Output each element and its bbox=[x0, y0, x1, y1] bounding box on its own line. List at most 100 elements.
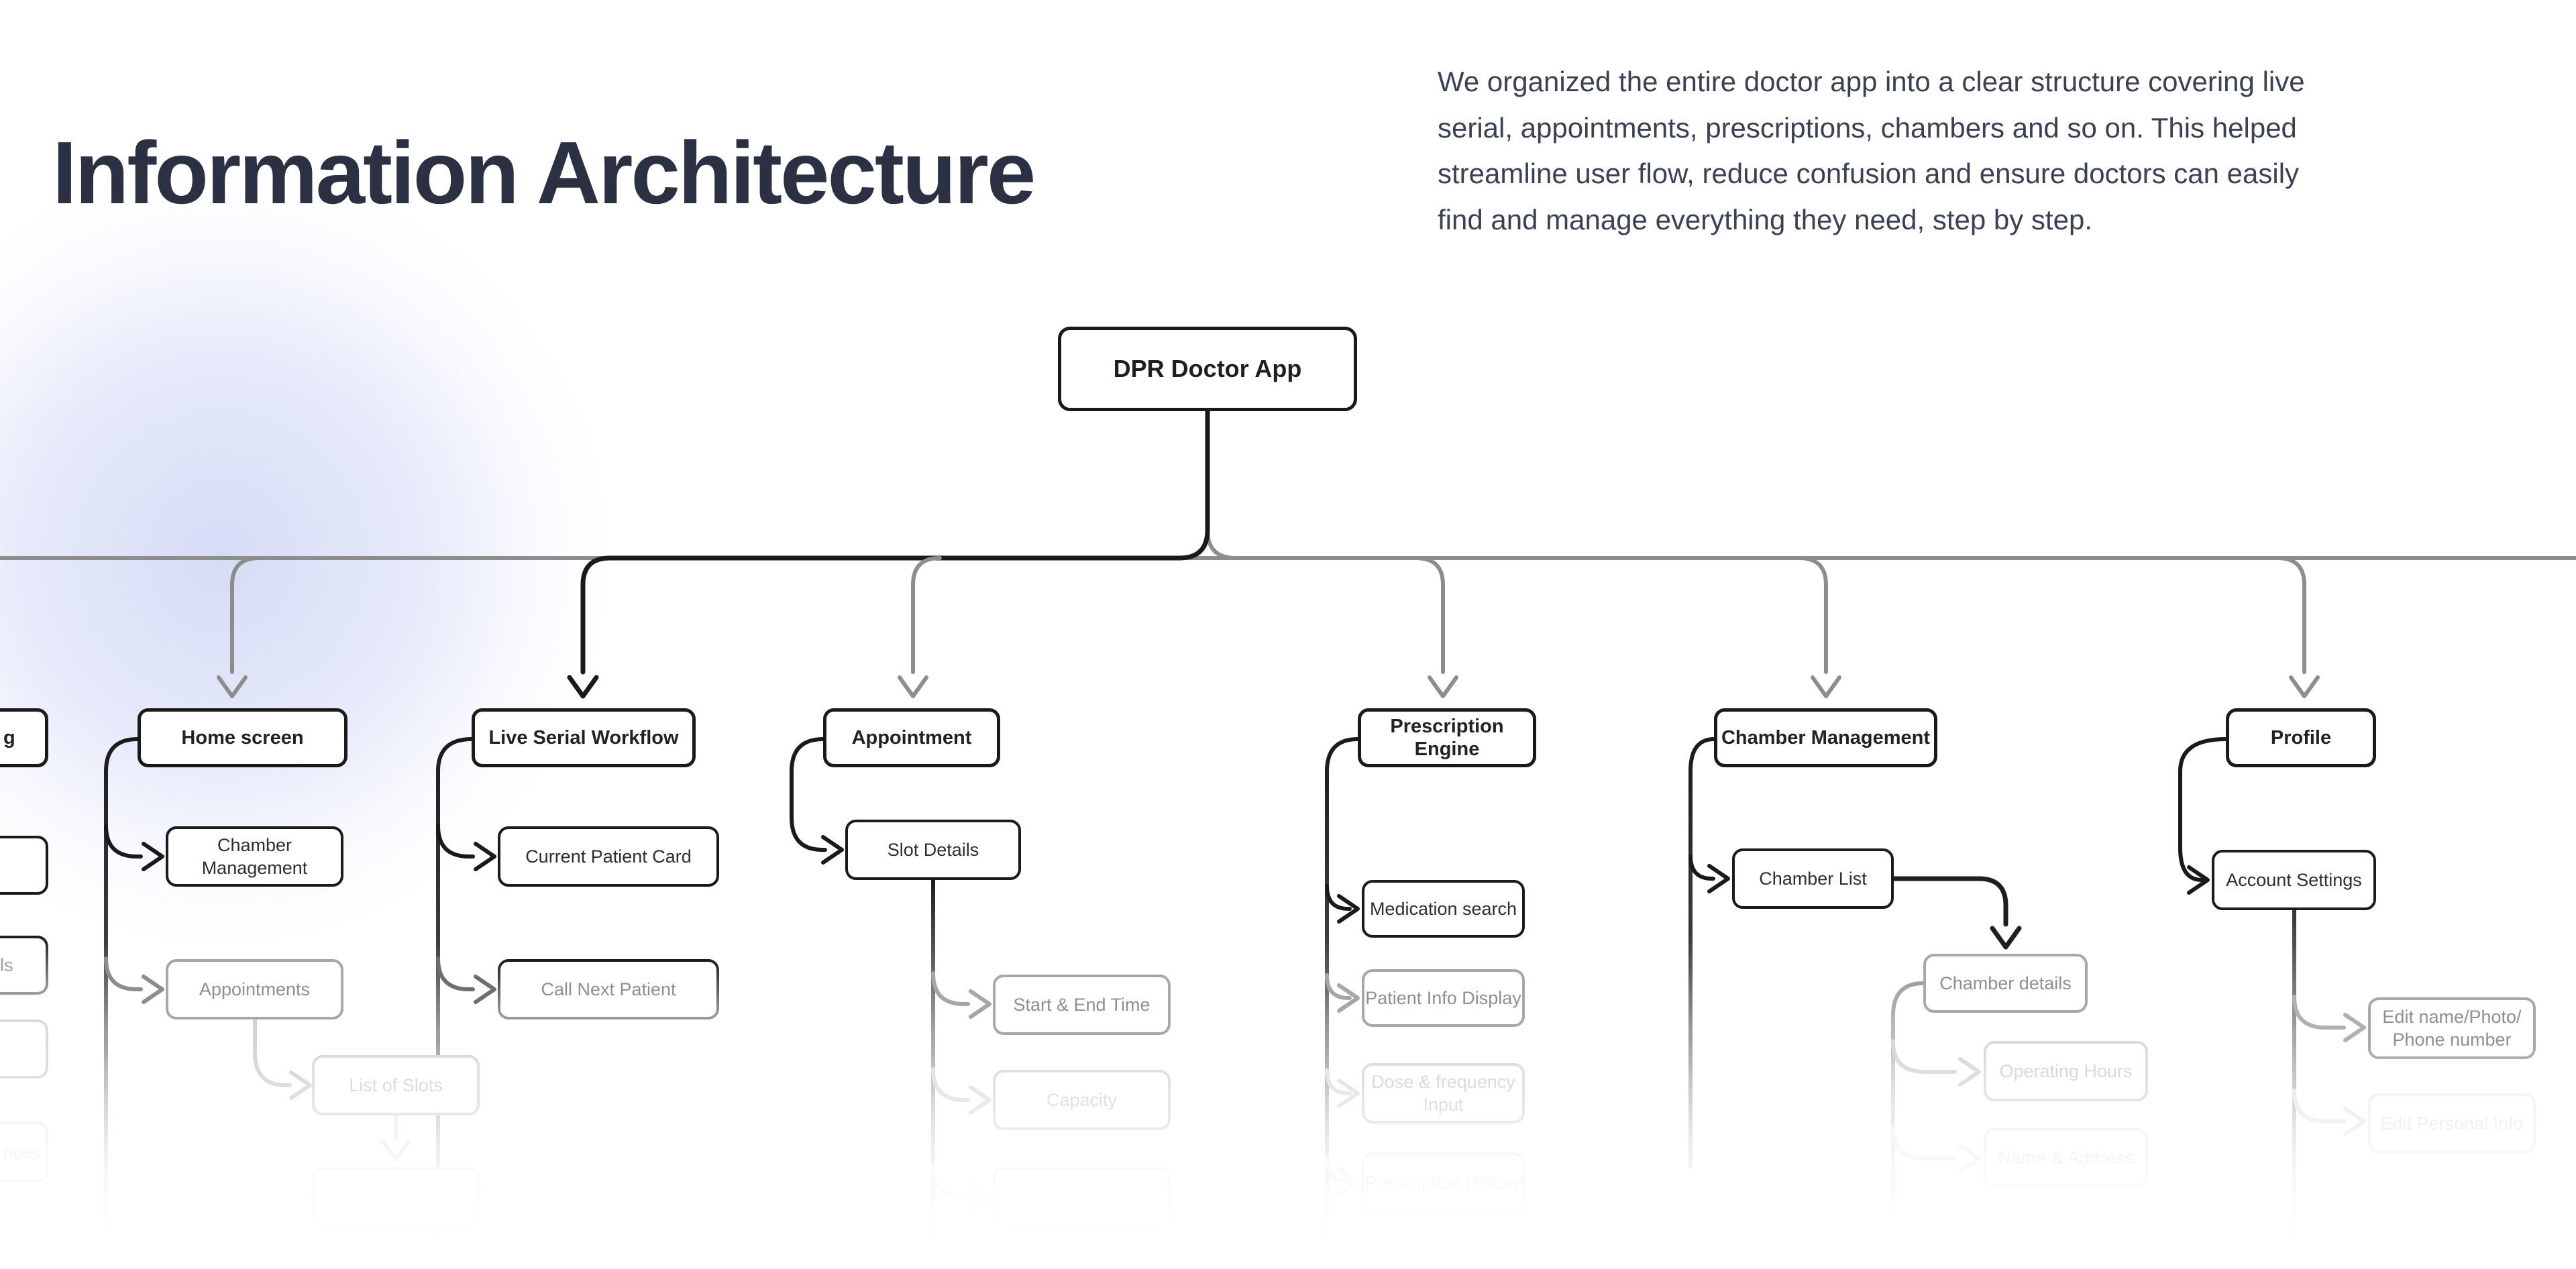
node-chamber-list: Chamber List bbox=[1732, 848, 1894, 909]
node-label-line1: Dose & frequency bbox=[1371, 1072, 1515, 1092]
node-profile: Profile bbox=[2226, 708, 2376, 767]
node-label: Call Next Patient bbox=[541, 979, 676, 999]
node-prescription-history: Prescription History bbox=[1362, 1152, 1525, 1213]
node-offscreen-child-3 bbox=[0, 1019, 48, 1079]
arrow-down-icon bbox=[1811, 675, 1841, 698]
node-label: Home screen bbox=[181, 727, 304, 749]
arrow-down-icon bbox=[1428, 675, 1458, 698]
chamber-bracket bbox=[1688, 737, 1716, 1169]
node-label: Patient Info Display bbox=[1365, 988, 1521, 1008]
node-operating-hours: Operating Hours bbox=[1984, 1041, 2148, 1101]
appointment-bracket bbox=[790, 737, 827, 852]
node-live-serial-workflow: Live Serial Workflow bbox=[472, 708, 696, 767]
branch-chamber bbox=[1797, 556, 1828, 674]
trunk-root-flare-right bbox=[1205, 528, 1238, 560]
node-list-of-slots: List of Slots bbox=[312, 1055, 480, 1115]
prescription-arrow-2 bbox=[1325, 973, 1352, 1000]
node-label: Chamber details bbox=[1939, 973, 2072, 993]
node-offscreen-header: g bbox=[0, 708, 48, 767]
node-chamber-details: Chamber details bbox=[1923, 954, 2088, 1013]
node-label: Edit Personal Info bbox=[2380, 1113, 2524, 1134]
branch-appointment bbox=[911, 556, 942, 674]
page-description-line: streamline user flow, reduce confusion a… bbox=[1438, 158, 2300, 189]
branch-home bbox=[230, 556, 261, 674]
live-serial-arrow-1 bbox=[436, 824, 475, 859]
arrow-down-icon bbox=[1990, 926, 2022, 950]
node-patient-info-display: Patient Info Display bbox=[1362, 969, 1525, 1027]
page-description-line: We organized the entire doctor app into … bbox=[1438, 66, 2305, 97]
node-label: Chamber List bbox=[1759, 869, 1867, 889]
node-label: Capacity bbox=[1046, 1090, 1118, 1110]
node-current-patient-card: Current Patient Card bbox=[498, 826, 719, 887]
slot-details-arrow-2 bbox=[931, 1067, 970, 1102]
live-serial-arrow-2 bbox=[436, 956, 475, 991]
arrow-right-icon bbox=[1337, 894, 1360, 924]
branch-prescription bbox=[1414, 556, 1445, 674]
node-call-next-patient: Call Next Patient bbox=[498, 959, 719, 1019]
arrow-down-icon bbox=[898, 675, 928, 698]
arrow-right-icon bbox=[821, 835, 844, 865]
home-arrow-2 bbox=[104, 956, 143, 991]
chamber-details-bracket bbox=[1891, 981, 1925, 1216]
node-appointment: Appointment bbox=[823, 708, 1000, 767]
chamber-details-arrow-2 bbox=[1891, 1125, 1957, 1160]
arrow-right-icon bbox=[474, 842, 496, 871]
node-label-line1: Edit name/Photo/ bbox=[2382, 1007, 2522, 1027]
arrow-right-icon bbox=[1958, 1144, 1981, 1173]
node-dpr-doctor-app: DPR Doctor App bbox=[1058, 327, 1357, 411]
node-label: Appointments bbox=[199, 979, 311, 999]
node-label: Current Patient Card bbox=[525, 846, 692, 867]
node-label-fragment: ls bbox=[0, 955, 13, 975]
arrow-right-icon bbox=[2343, 1107, 2366, 1136]
node-label: Start & End Time bbox=[1013, 995, 1150, 1015]
node-medication-search: Medication search bbox=[1362, 880, 1525, 938]
arrow-right-icon bbox=[289, 1070, 312, 1100]
node-label: Chamber Management bbox=[201, 835, 308, 878]
node-home-ghost bbox=[312, 1167, 480, 1227]
prescription-bracket bbox=[1325, 737, 1360, 1260]
slot-details-arrow-1 bbox=[931, 971, 970, 1006]
node-label-line2: Input bbox=[1423, 1095, 1464, 1115]
slot-details-arrow-3 bbox=[931, 1164, 970, 1199]
arrow-down-icon bbox=[380, 1140, 411, 1161]
page-description-line: find and manage everything they need, st… bbox=[1438, 203, 2092, 235]
chamber-arrow-1 bbox=[1688, 854, 1715, 881]
node-label: Live Serial Workflow bbox=[488, 727, 679, 749]
chamber-list-elbow bbox=[1891, 876, 2008, 927]
node-chamber-management: Chamber Management bbox=[1714, 708, 1937, 767]
branch-profile bbox=[2275, 556, 2306, 674]
arrow-right-icon bbox=[969, 1085, 991, 1115]
node-start-end-time: Start & End Time bbox=[993, 975, 1171, 1035]
node-edit-name-photo-phone: Edit name/Photo/ Phone number bbox=[2368, 997, 2536, 1059]
page-title: Information Architecture bbox=[52, 123, 1036, 223]
node-appointments: Appointments bbox=[166, 959, 343, 1019]
node-label-line2: Phone number bbox=[2392, 1030, 2512, 1050]
arrow-right-icon bbox=[1958, 1057, 1981, 1087]
root-stem-highlighted bbox=[607, 408, 1210, 561]
home-bracket bbox=[104, 737, 140, 1263]
node-label: Prescription History bbox=[1364, 1172, 1522, 1193]
node-account-settings: Account Settings bbox=[2212, 850, 2376, 910]
node-slot-details: Slot Details bbox=[845, 820, 1021, 880]
node-appointment-ghost bbox=[993, 1167, 1171, 1227]
account-settings-arrow-1 bbox=[2292, 995, 2346, 1030]
arrow-right-icon bbox=[969, 989, 991, 1019]
node-offscreen-child-4: nces bbox=[0, 1121, 48, 1182]
home-arrow-1 bbox=[104, 824, 143, 859]
node-label: Name & Address bbox=[1998, 1148, 2134, 1168]
arrow-down-icon bbox=[567, 675, 599, 699]
node-edit-personal-info: Edit Personal Info bbox=[2368, 1093, 2536, 1154]
node-offscreen-child-2: ls bbox=[0, 936, 48, 995]
appointments-elbow bbox=[253, 1017, 292, 1087]
node-label: Operating Hours bbox=[1999, 1061, 2133, 1081]
page-description: We organized the entire doctor app into … bbox=[1438, 59, 2538, 243]
arrow-right-icon bbox=[1707, 864, 1730, 893]
node-home-screen: Home screen bbox=[138, 708, 347, 767]
node-capacity: Capacity bbox=[993, 1070, 1171, 1130]
arrow-right-icon bbox=[969, 1182, 991, 1212]
chamber-details-arrow-1 bbox=[1891, 1039, 1957, 1074]
profile-bracket bbox=[2178, 737, 2228, 882]
node-offscreen-child-1 bbox=[0, 836, 48, 895]
branch-live-serial bbox=[580, 555, 612, 675]
node-label: Appointment bbox=[851, 727, 972, 749]
